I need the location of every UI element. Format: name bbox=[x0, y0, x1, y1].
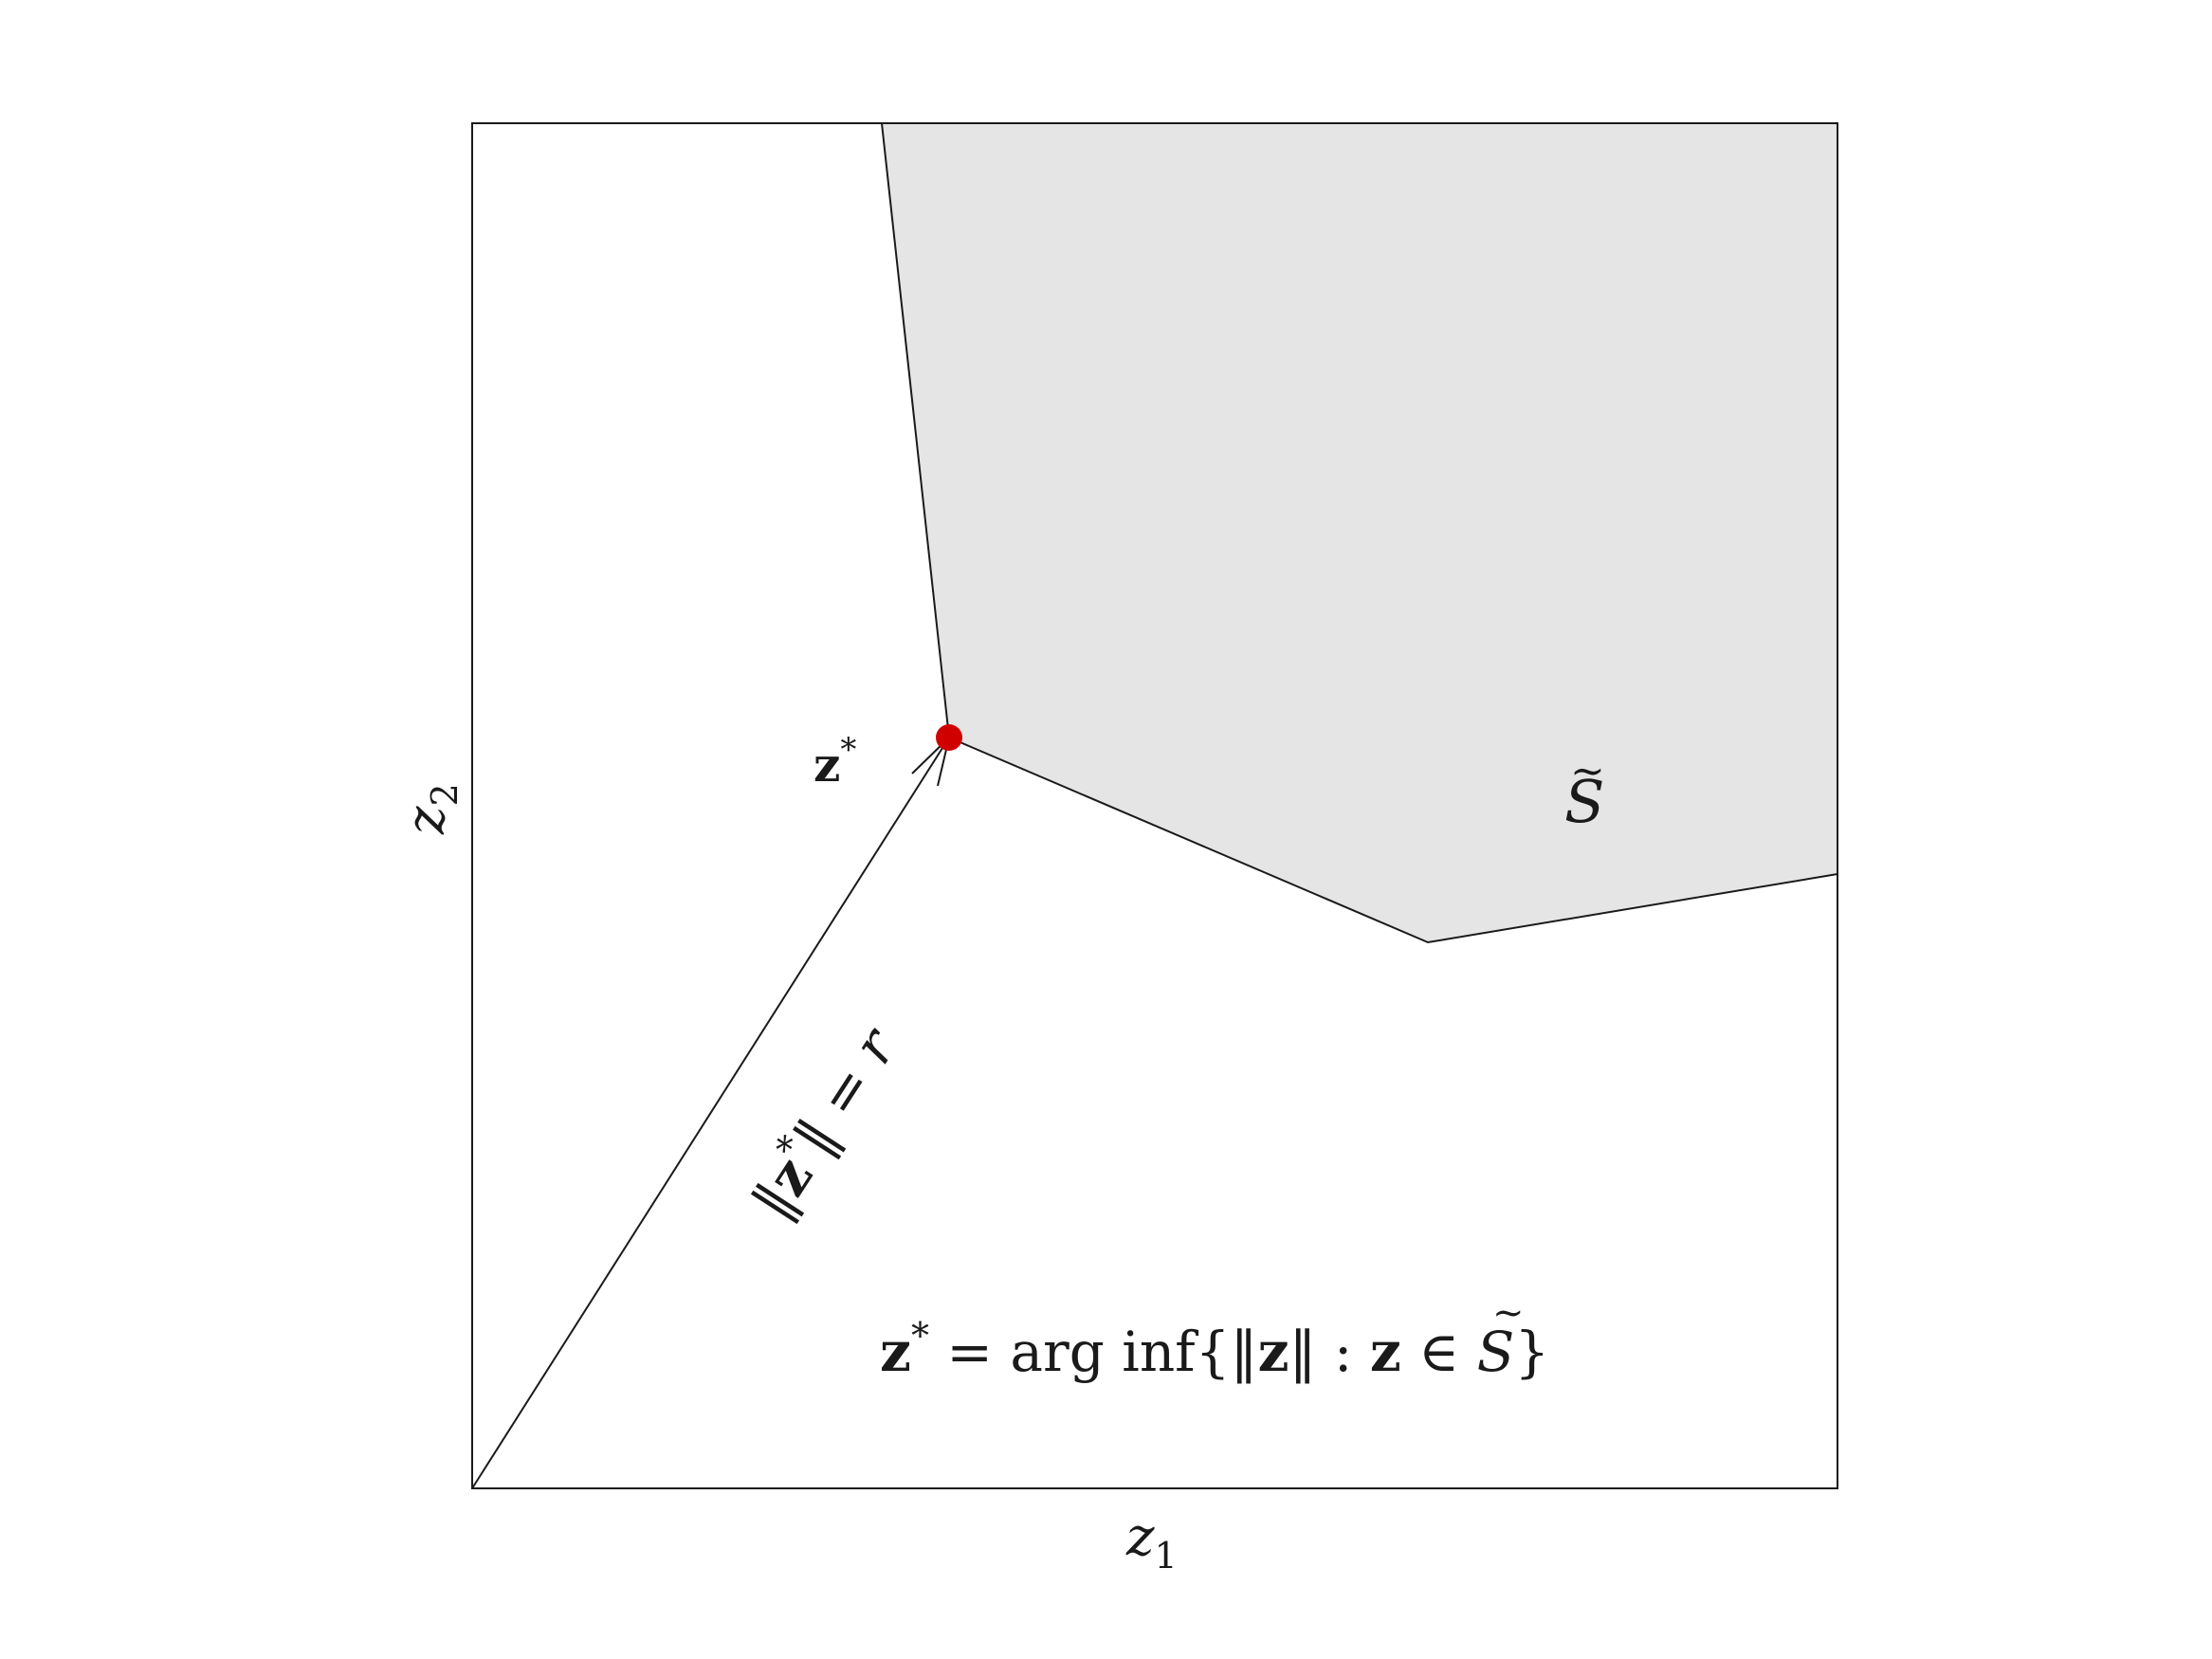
x-axis-label: z1 bbox=[1125, 1506, 1178, 1577]
svg-text:‖z*‖ = r: ‖z*‖ = r bbox=[736, 1012, 911, 1231]
svg-text:S: S bbox=[1564, 767, 1604, 836]
set-label: S ~ bbox=[1564, 747, 1605, 836]
svg-text:~: ~ bbox=[1570, 747, 1605, 795]
region-boundary bbox=[881, 122, 1838, 944]
norm-vector bbox=[471, 737, 950, 1489]
svg-text:z* = arg inf{‖z‖ : z ∈ S}: z* = arg inf{‖z‖ : z ∈ S} bbox=[880, 1315, 1549, 1384]
optimal-point bbox=[936, 724, 962, 751]
norm-label: ‖z*‖ = r bbox=[736, 1012, 911, 1231]
argmin-formula: z* = arg inf{‖z‖ : z ∈ S} ~ bbox=[880, 1291, 1549, 1384]
point-label: z* bbox=[814, 731, 856, 793]
svg-text:z2: z2 bbox=[395, 783, 466, 835]
plot-frame bbox=[471, 122, 1838, 1489]
svg-text:~: ~ bbox=[1492, 1291, 1525, 1335]
feasible-region bbox=[882, 123, 1837, 942]
y-axis-label: z2 bbox=[395, 783, 466, 835]
